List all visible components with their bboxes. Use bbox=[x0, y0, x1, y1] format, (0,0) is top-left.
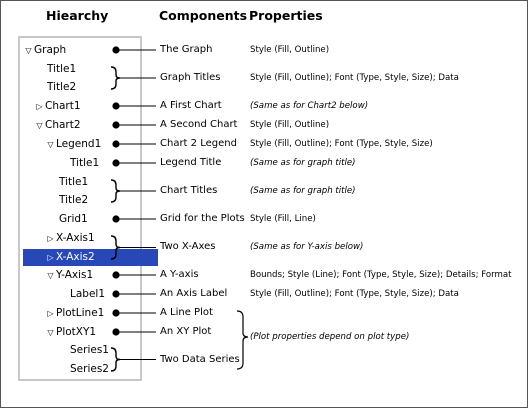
tree-node[interactable]: Title2 bbox=[47, 79, 76, 96]
tree-node-label: Grid1 bbox=[59, 212, 88, 225]
tree-node-label: Series1 bbox=[70, 343, 109, 356]
tree-node[interactable]: ▷X-Axis1 bbox=[45, 230, 95, 247]
tree-node-label: Legend1 bbox=[56, 137, 102, 150]
tree-node-label: Graph bbox=[34, 43, 67, 56]
property-description: Style (Fill, Outline) bbox=[250, 120, 330, 130]
tree-node[interactable]: Title2 bbox=[59, 192, 88, 209]
property-description: (Same as for graph title) bbox=[250, 186, 356, 196]
tree-node-label: PlotLine1 bbox=[56, 306, 105, 319]
tree-node-label: Title2 bbox=[59, 193, 89, 206]
tree-node[interactable]: Title1 bbox=[59, 174, 88, 191]
property-description: (Plot properties depend on plot type) bbox=[250, 332, 410, 342]
component-label: The Graph bbox=[160, 44, 213, 55]
property-description: Style (Fill, Outline) bbox=[250, 45, 330, 55]
tree-node-label: X-Axis1 bbox=[56, 231, 95, 244]
grouping-brace bbox=[110, 179, 121, 203]
component-label: Two Data Series bbox=[160, 354, 240, 365]
expanded-triangle-icon[interactable]: ▽ bbox=[47, 270, 54, 280]
component-label: Graph Titles bbox=[160, 72, 221, 83]
tree-node[interactable]: ▷PlotLine1 bbox=[45, 305, 104, 322]
expanded-triangle-icon[interactable]: ▽ bbox=[47, 139, 54, 149]
tree-node[interactable]: Series2 bbox=[70, 361, 109, 378]
tree-node[interactable]: Title1 bbox=[70, 155, 99, 172]
component-label: An Axis Label bbox=[160, 288, 228, 299]
expanded-triangle-icon[interactable]: ▽ bbox=[36, 120, 43, 130]
expanded-triangle-icon[interactable]: ▽ bbox=[25, 45, 32, 55]
tree-node-label: PlotXY1 bbox=[56, 325, 97, 338]
header-properties: Properties bbox=[249, 8, 323, 23]
grouping-brace bbox=[110, 66, 121, 90]
tree-node[interactable]: ▷Chart1 bbox=[34, 98, 81, 115]
expanded-triangle-icon[interactable]: ▽ bbox=[47, 327, 54, 337]
tree-node[interactable]: ▽Chart2 bbox=[34, 117, 81, 134]
tree-node-label: Title1 bbox=[59, 175, 89, 188]
component-label: An XY Plot bbox=[160, 326, 212, 337]
tree-node-label: X-Axis2 bbox=[56, 250, 95, 263]
tree-node[interactable]: Series1 bbox=[70, 342, 109, 359]
property-description: Style (Fill, Outline); Font (Type, Style… bbox=[250, 289, 459, 299]
property-description: (Same as for Y-axis below) bbox=[250, 242, 364, 252]
header-components: Components bbox=[159, 8, 248, 23]
tree-node[interactable]: ▽Legend1 bbox=[45, 136, 101, 153]
tree-node[interactable]: Title1 bbox=[47, 61, 76, 78]
property-description: (Same as for Chart2 below) bbox=[250, 101, 369, 111]
tree-node-label: Series2 bbox=[70, 362, 109, 375]
property-description: Bounds; Style (Line); Font (Type, Style,… bbox=[250, 270, 512, 280]
component-label: A Second Chart bbox=[160, 119, 238, 130]
property-description: Style (Fill, Outline); Font (Type, Style… bbox=[250, 73, 459, 83]
component-label: A Line Plot bbox=[160, 307, 213, 318]
tree-node[interactable]: Grid1 bbox=[59, 211, 88, 228]
component-label: Grid for the Plots bbox=[160, 213, 245, 224]
tree-node-label: Y-Axis1 bbox=[56, 268, 94, 281]
tree-node-label: Title1 bbox=[70, 156, 100, 169]
tree-node[interactable]: ▽Graph bbox=[23, 42, 66, 59]
collapsed-triangle-icon[interactable]: ▷ bbox=[47, 252, 54, 262]
property-description: Style (Fill, Line) bbox=[250, 214, 316, 224]
tree-node[interactable]: ▽PlotXY1 bbox=[45, 324, 96, 341]
tree-node-label: Title1 bbox=[47, 62, 77, 75]
component-label: A First Chart bbox=[160, 100, 222, 111]
header-hierarchy: Hiearchy bbox=[46, 8, 109, 23]
plot-group-brace bbox=[236, 310, 249, 370]
tree-node-label: Chart1 bbox=[45, 99, 81, 112]
grouping-brace bbox=[110, 347, 121, 372]
component-label: Chart Titles bbox=[160, 185, 218, 196]
component-label: Legend Title bbox=[160, 157, 222, 168]
tree-node[interactable]: ▽Y-Axis1 bbox=[45, 267, 93, 284]
collapsed-triangle-icon[interactable]: ▷ bbox=[47, 308, 54, 318]
component-label: Two X-Axes bbox=[160, 241, 216, 252]
tree-node-label: Chart2 bbox=[45, 118, 81, 131]
property-description: (Same as for graph title) bbox=[250, 158, 356, 168]
component-label: Chart 2 Legend bbox=[160, 138, 237, 149]
tree-node-label: Title2 bbox=[47, 80, 77, 93]
grouping-brace bbox=[110, 235, 121, 260]
tree-node-selected[interactable]: ▷X-Axis2 bbox=[23, 248, 158, 266]
collapsed-triangle-icon[interactable]: ▷ bbox=[36, 101, 43, 111]
tree-node[interactable]: Label1 bbox=[70, 286, 105, 303]
collapsed-triangle-icon[interactable]: ▷ bbox=[47, 233, 54, 243]
property-description: Style (Fill, Outline); Font (Type, Style… bbox=[250, 139, 433, 149]
component-label: A Y-axis bbox=[160, 269, 199, 280]
tree-node-label: Label1 bbox=[70, 287, 106, 300]
hierarchy-tree-panel bbox=[18, 36, 142, 381]
